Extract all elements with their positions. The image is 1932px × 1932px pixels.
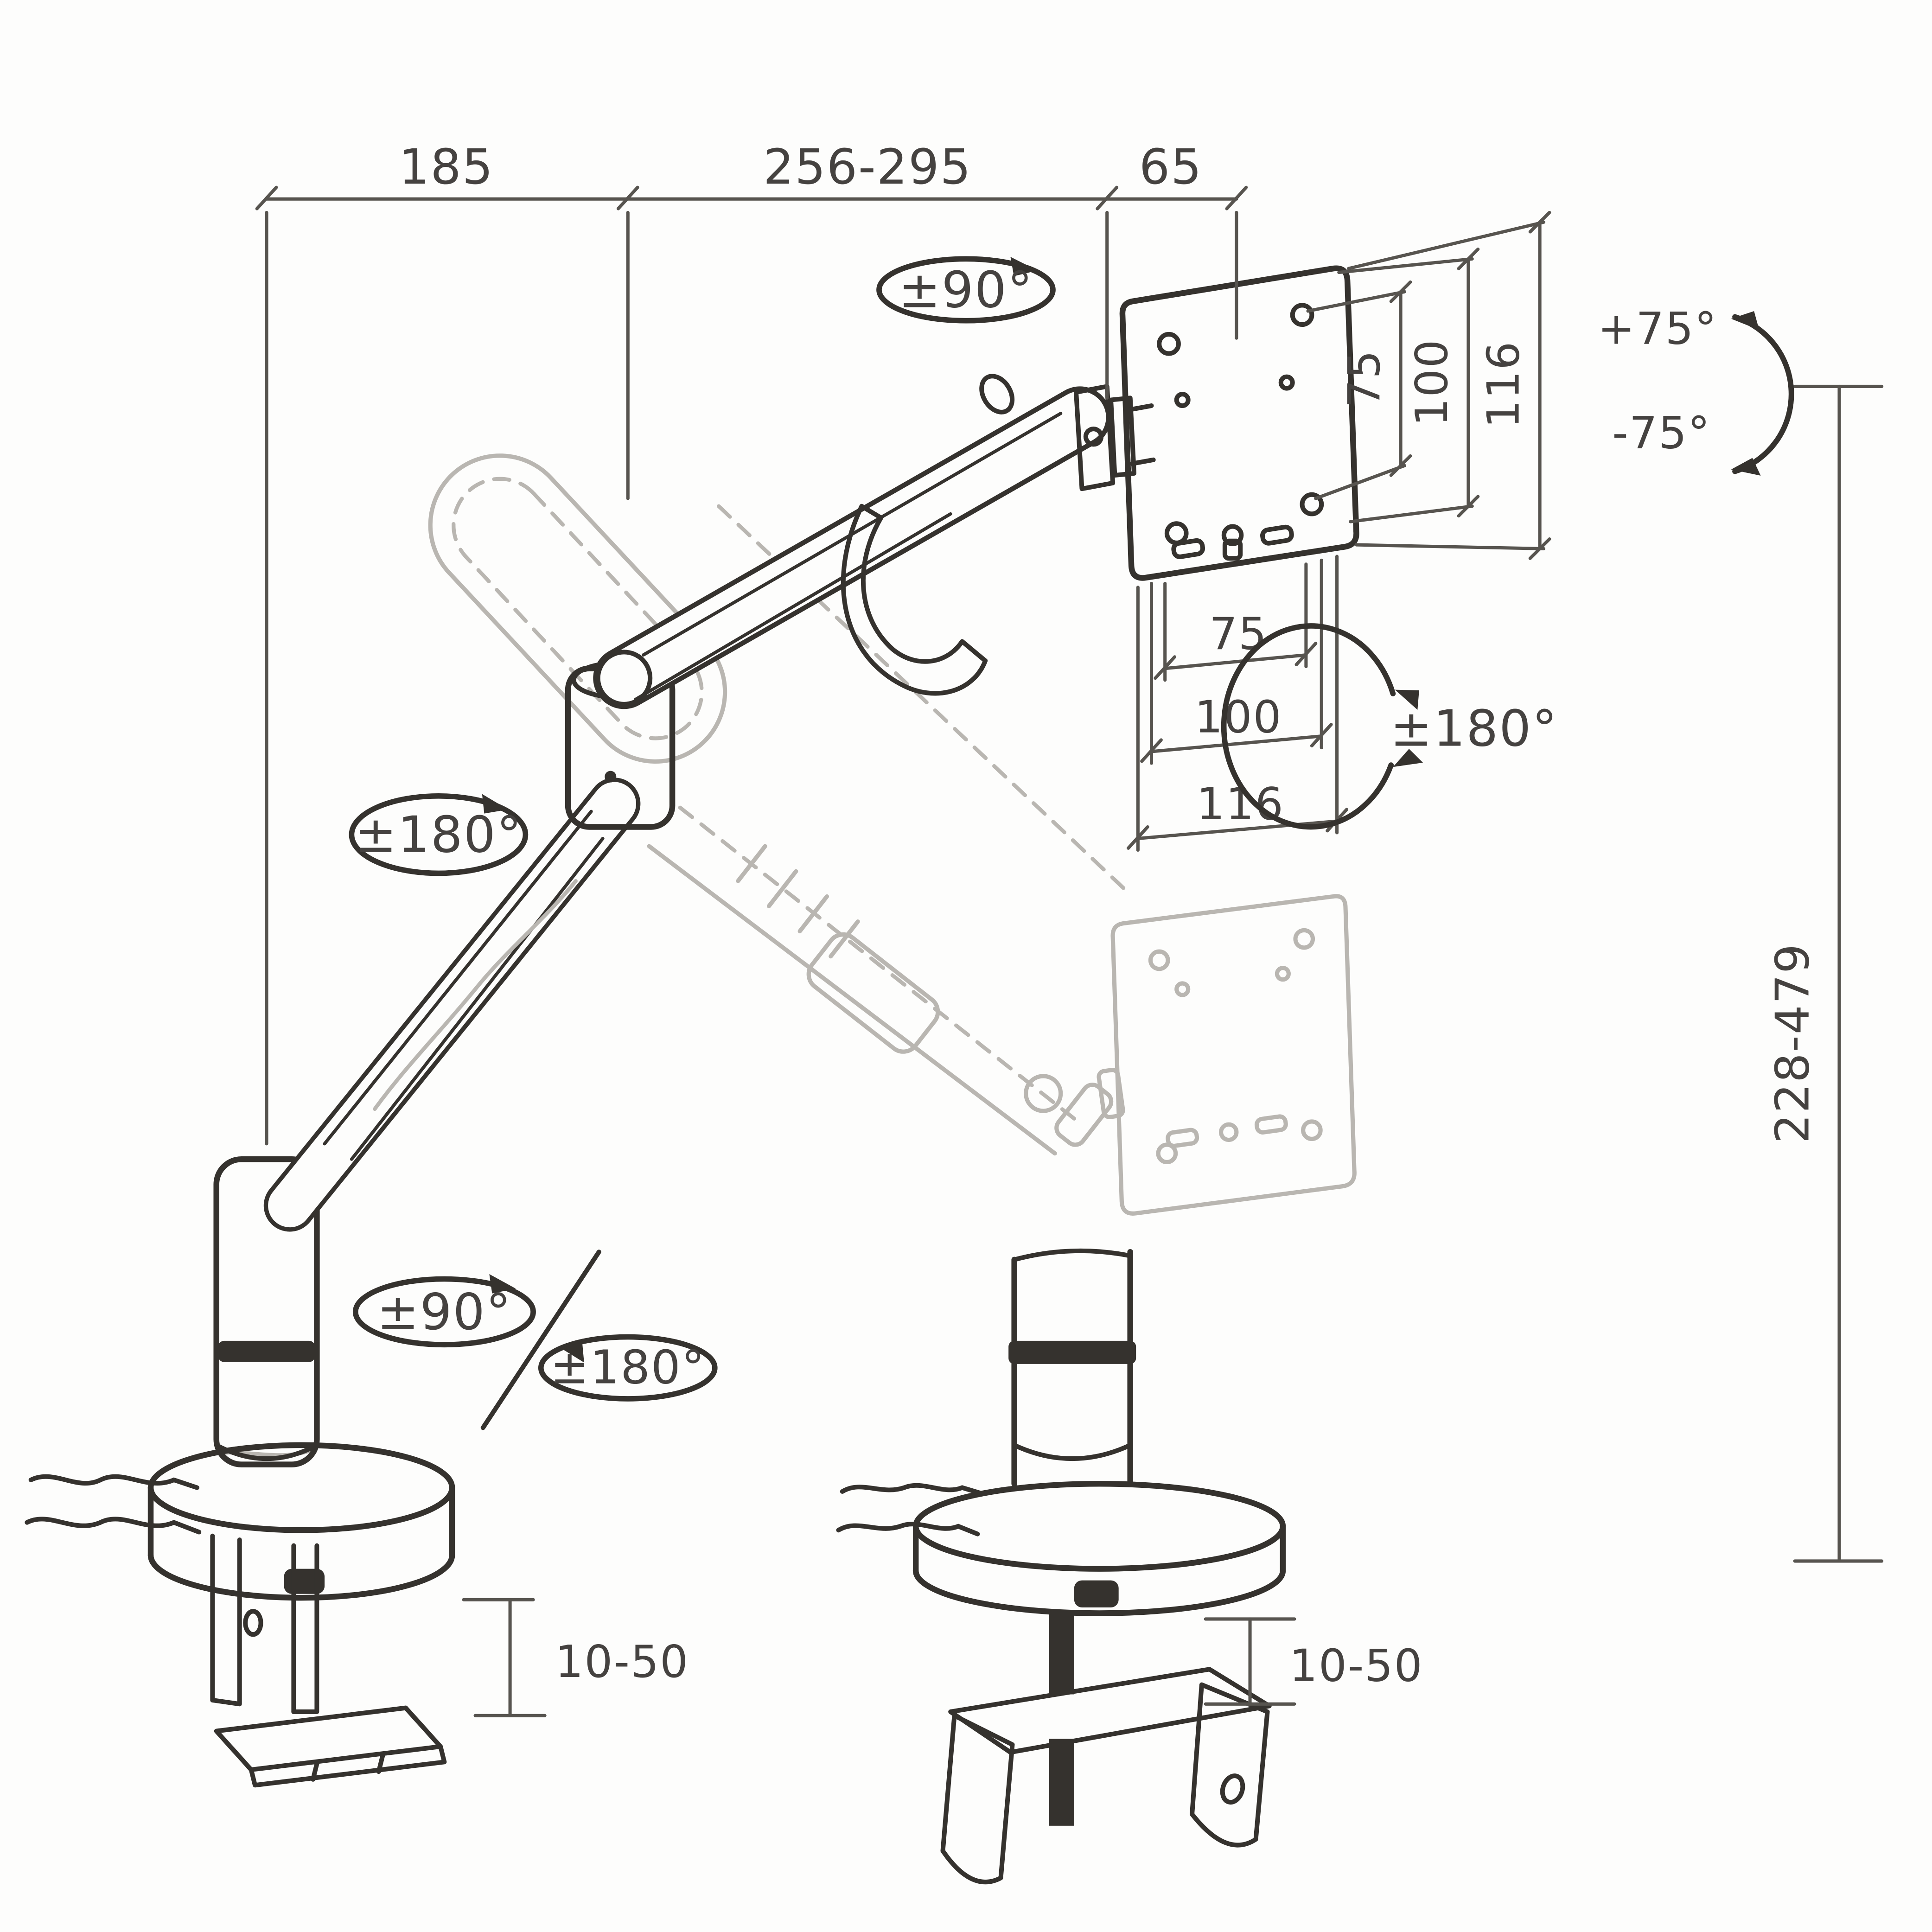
rotation-tilt-down-label: -75° — [1612, 407, 1711, 459]
dim-vesa-h-75: 75 — [1209, 608, 1268, 660]
upper-arm — [593, 374, 1111, 709]
rotation-elbow-swivel-label: ±180° — [355, 805, 523, 864]
grommet-clamp — [940, 1613, 1272, 1885]
dim-height-range: 228-479 — [1765, 384, 1884, 1563]
rotation-vesa-rotate-label: ±180° — [1390, 699, 1558, 758]
rotation-head-swivel-label: ±90° — [899, 261, 1033, 319]
rotation-base-rotate: ±180° — [538, 1334, 718, 1402]
rotation-vesa-rotate: ±180° — [1221, 623, 1558, 830]
cables — [836, 1483, 984, 1537]
dim-vesa-h-100: 100 — [1194, 691, 1282, 743]
lower-arm — [263, 778, 641, 1232]
dim-top-65: 65 — [1139, 139, 1203, 195]
riser-column — [213, 1156, 320, 1467]
rotation-base-swivel: ±90° — [352, 1250, 601, 1430]
clamp-bracket — [210, 1533, 447, 1788]
rotation-base-swivel-label: ±90° — [377, 1282, 512, 1341]
rotation-tilt-up-label: +75° — [1598, 303, 1717, 355]
base-disc — [147, 1442, 455, 1601]
rotation-elbow-swivel: ±180° — [349, 793, 529, 876]
rotation-tilt: +75° -75° — [1598, 303, 1794, 478]
dim-vesa-v-100: 100 — [1406, 338, 1458, 426]
dim-vesa-v-116: 116 — [1477, 341, 1529, 428]
ghost-vesa-plate — [1110, 894, 1357, 1216]
dim-top-185: 185 — [399, 139, 494, 195]
dim-height-228-479: 228-479 — [1765, 943, 1819, 1143]
dim-clamp-thickness: 10-50 — [462, 1598, 689, 1717]
ghost-arm-raised-position — [428, 453, 727, 764]
dim-grommet-10-50: 10-50 — [1289, 1639, 1423, 1691]
cable-clip-hook — [841, 504, 988, 696]
base-disc — [912, 1481, 1286, 1616]
dim-clamp-10-50: 10-50 — [555, 1636, 689, 1688]
grommet-base — [836, 1248, 1286, 1885]
dim-grommet-thickness: 10-50 — [1204, 1617, 1423, 1706]
riser-column — [1008, 1248, 1136, 1487]
dim-vesa-vertical-chain: 75 100 116 — [1306, 210, 1551, 560]
rotation-head-swivel: ±90° — [876, 256, 1056, 324]
vesa-plate — [1119, 265, 1359, 581]
clamp-base — [25, 1156, 455, 1788]
rotation-base-rotate-label: ±180° — [550, 1340, 706, 1395]
dim-top-256-295: 256-295 — [763, 139, 972, 195]
dim-vesa-horizontal-chain: 75 100 116 — [1126, 555, 1348, 852]
dim-top-chain: 185 256-295 65 — [255, 139, 1248, 1146]
dim-vesa-v-75: 75 — [1338, 350, 1390, 408]
